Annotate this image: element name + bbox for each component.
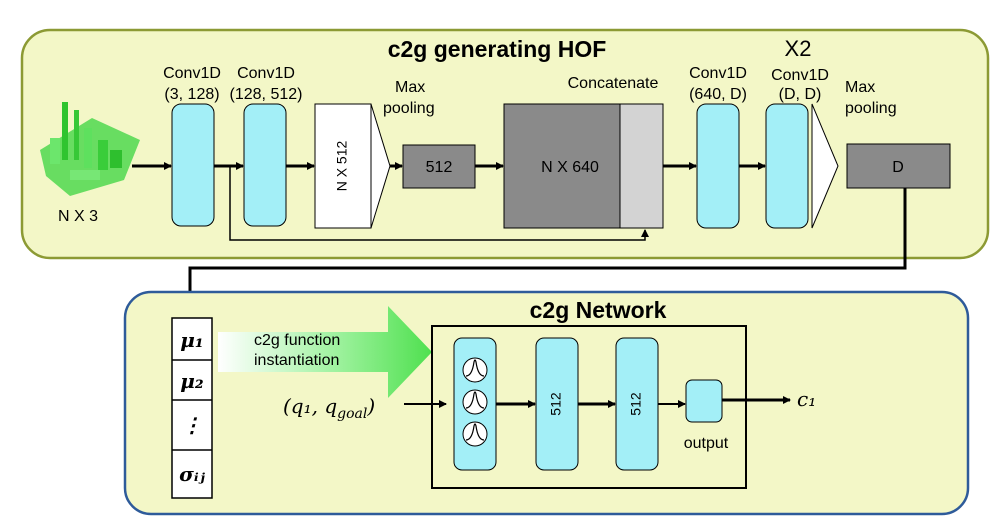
maxpool2-label-2: pooling xyxy=(845,100,897,117)
concat-part-block xyxy=(619,103,664,229)
conv3-params: (640, D) xyxy=(689,86,747,103)
skip-connection-arrow xyxy=(229,166,649,241)
conv4-title: Conv1D xyxy=(771,67,829,84)
maxpool1-label-1: Max xyxy=(395,79,425,96)
conv2-params: (128, 512) xyxy=(230,86,303,103)
conv3-title: Conv1D xyxy=(689,65,747,82)
maxpool1-triangle xyxy=(370,103,391,229)
concat-label: Concatenate xyxy=(568,75,659,92)
gaussian-icon xyxy=(462,389,488,415)
nx640-label: N X 640 xyxy=(541,159,599,176)
conv4-params: (D, D) xyxy=(779,86,822,103)
parameter-vector xyxy=(171,317,213,499)
mu1-label: μ₁ xyxy=(180,328,203,352)
fc1-label: 512 xyxy=(548,392,564,416)
connector-arrow xyxy=(186,188,907,309)
instantiation-arrow xyxy=(218,306,432,398)
repeat-x2-label: X2 xyxy=(785,36,812,61)
input-size-label: N X 3 xyxy=(58,208,98,225)
pooled-512-label: 512 xyxy=(426,159,453,176)
conv1-layer xyxy=(171,103,215,227)
conv1-title: Conv1D xyxy=(163,65,221,82)
vdots-label: ⋮ xyxy=(182,413,202,437)
conv2-layer xyxy=(243,103,287,227)
conv2-title: Conv1D xyxy=(237,65,295,82)
gaussian-icon xyxy=(462,357,488,383)
output-d-label: D xyxy=(892,159,904,176)
gaussian-icon xyxy=(462,421,488,447)
mu2-label: μ₂ xyxy=(180,369,204,393)
conv3-layer xyxy=(696,103,740,229)
instantiation-label-2: instantiation xyxy=(254,352,339,369)
nx512-block xyxy=(314,103,372,229)
output-label: output xyxy=(684,435,729,452)
output-node xyxy=(685,379,723,423)
pooled-512-block xyxy=(402,144,476,189)
conv4-layer xyxy=(765,103,809,229)
maxpool2-triangle xyxy=(811,103,839,229)
nx640-block xyxy=(503,103,621,229)
sigma-label: σᵢⱼ xyxy=(179,462,206,486)
nx512-label: N X 512 xyxy=(334,140,350,191)
c1-label: c₁ xyxy=(797,387,816,411)
hof-title: c2g generating HOF xyxy=(388,36,607,62)
network-title: c2g Network xyxy=(530,297,667,323)
conv1-params: (3, 128) xyxy=(164,86,219,103)
output-d-block xyxy=(846,143,951,189)
instantiation-label-1: c2g function xyxy=(254,332,340,349)
network-box xyxy=(431,325,747,489)
point-cloud-image xyxy=(40,102,140,196)
maxpool1-label-2: pooling xyxy=(383,100,435,117)
fc2-label: 512 xyxy=(628,392,644,416)
maxpool2-label-1: Max xyxy=(845,79,875,96)
network-input-label: (q₁, qgoal) xyxy=(283,394,375,422)
